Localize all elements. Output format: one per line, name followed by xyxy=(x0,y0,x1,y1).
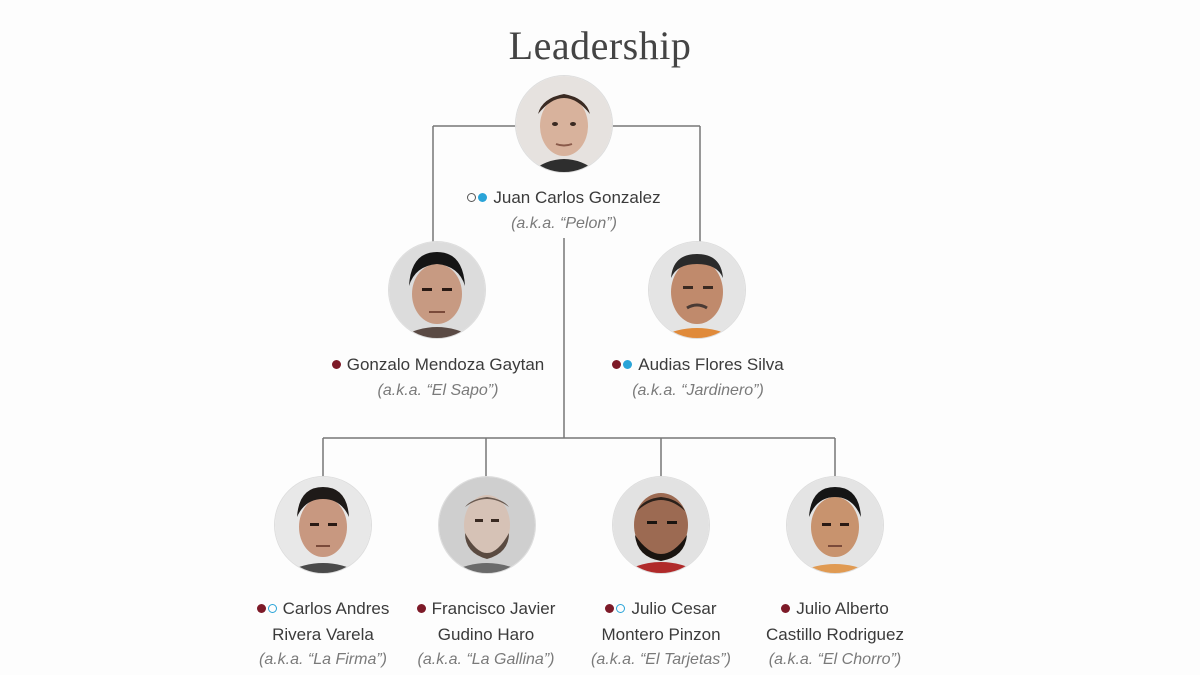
person-name: Audias Flores Silva xyxy=(548,352,848,378)
outline-blue-marker-icon xyxy=(268,604,277,613)
person-name-line2: Rivera Varela xyxy=(233,622,413,647)
person-name: Julio Alberto xyxy=(740,596,930,622)
person-name: Gonzalo Mendoza Gaytan xyxy=(288,352,588,378)
person-aka: (a.k.a. “Pelon”) xyxy=(414,211,714,236)
card-juan-carlos-gonzalez: Juan Carlos Gonzalez (a.k.a. “Pelon”) xyxy=(414,185,714,236)
person-aka: (a.k.a. “Jardinero”) xyxy=(548,378,848,403)
photo-julio-cesar-montero-pinzon xyxy=(613,477,709,573)
card-julio-cesar-montero-pinzon: Julio Cesar Montero Pinzon (a.k.a. “El T… xyxy=(571,596,751,672)
person-name: Julio Cesar xyxy=(571,596,751,622)
person-aka: (a.k.a. “El Sapo”) xyxy=(288,378,588,403)
photo-juan-carlos-gonzalez xyxy=(516,76,612,172)
status-markers xyxy=(257,597,279,622)
blue-marker-icon xyxy=(623,360,632,369)
photo-audias-flores-silva xyxy=(649,242,745,338)
photo-francisco-javier-gudino-haro xyxy=(439,477,535,573)
person-name: Juan Carlos Gonzalez xyxy=(414,185,714,211)
status-markers xyxy=(612,353,634,378)
photo-julio-alberto-castillo-rodriguez xyxy=(787,477,883,573)
card-carlos-andres-rivera-varela: Carlos Andres Rivera Varela (a.k.a. “La … xyxy=(233,596,413,672)
status-markers xyxy=(332,353,343,378)
person-name-line2: Montero Pinzon xyxy=(571,622,751,647)
maroon-marker-icon xyxy=(781,604,790,613)
maroon-marker-icon xyxy=(417,604,426,613)
maroon-marker-icon xyxy=(605,604,614,613)
maroon-marker-icon xyxy=(257,604,266,613)
person-name-line2: Gudino Haro xyxy=(396,622,576,647)
maroon-marker-icon xyxy=(332,360,341,369)
status-markers xyxy=(417,597,428,622)
photo-gonzalo-mendoza-gaytan xyxy=(389,242,485,338)
outline-dark-marker-icon xyxy=(467,193,476,202)
outline-blue-marker-icon xyxy=(616,604,625,613)
person-name-line2: Castillo Rodriguez xyxy=(740,622,930,647)
status-markers xyxy=(781,597,792,622)
person-aka: (a.k.a. “El Chorro”) xyxy=(740,647,930,672)
person-name: Carlos Andres xyxy=(233,596,413,622)
person-aka: (a.k.a. “El Tarjetas”) xyxy=(571,647,751,672)
person-aka: (a.k.a. “La Firma”) xyxy=(233,647,413,672)
maroon-marker-icon xyxy=(612,360,621,369)
status-markers xyxy=(467,186,489,211)
status-markers xyxy=(605,597,627,622)
blue-marker-icon xyxy=(478,193,487,202)
photo-carlos-andres-rivera-varela xyxy=(275,477,371,573)
card-gonzalo-mendoza-gaytan: Gonzalo Mendoza Gaytan (a.k.a. “El Sapo”… xyxy=(288,352,588,403)
person-name: Francisco Javier xyxy=(396,596,576,622)
person-aka: (a.k.a. “La Gallina”) xyxy=(396,647,576,672)
card-francisco-javier-gudino-haro: Francisco Javier Gudino Haro (a.k.a. “La… xyxy=(396,596,576,672)
card-julio-alberto-castillo-rodriguez: Julio Alberto Castillo Rodriguez (a.k.a.… xyxy=(740,596,930,672)
card-audias-flores-silva: Audias Flores Silva (a.k.a. “Jardinero”) xyxy=(548,352,848,403)
